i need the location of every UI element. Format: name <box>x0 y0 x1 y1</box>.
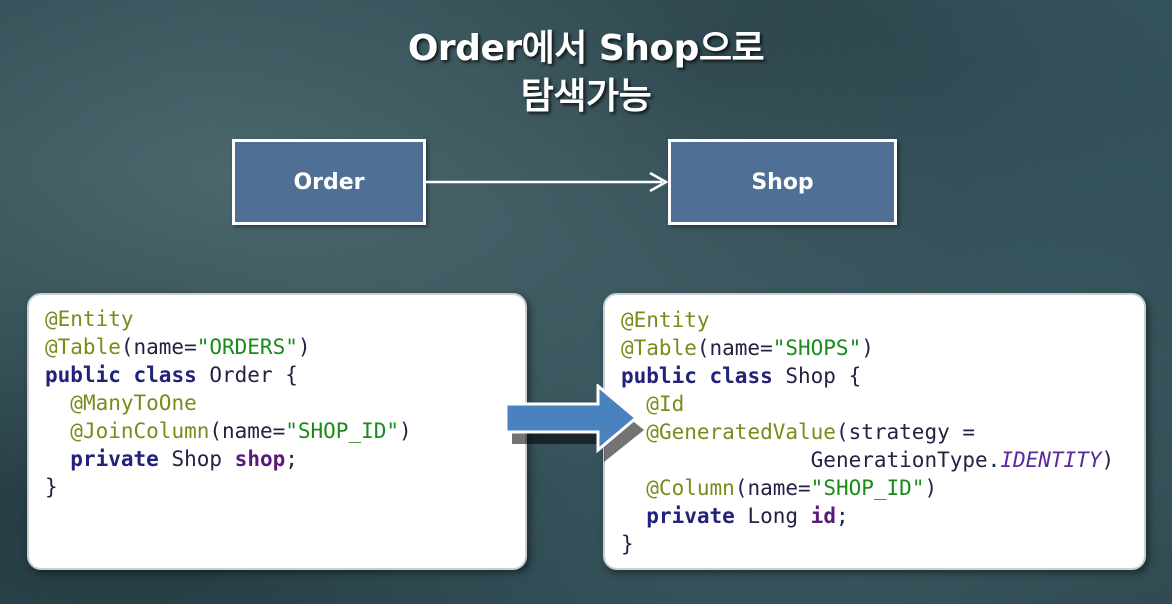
slide-title-line2: 탐색가능 <box>520 76 652 117</box>
code-token: Order { <box>196 363 298 387</box>
string-token: "SHOPS" <box>772 336 862 360</box>
keyword-token: public <box>45 363 121 387</box>
order-entity-box: Order <box>232 139 426 225</box>
order-code-panel: @Entity@Table(name="ORDERS")public class… <box>27 293 527 570</box>
code-line: @Column(name="SHOP_ID") <box>621 474 1130 502</box>
reference-arrow-icon <box>504 384 644 462</box>
shop-entity-box: Shop <box>668 139 897 225</box>
code-token: } <box>621 532 634 556</box>
slide-title-line1: Order에서 Shop으로 <box>407 28 765 69</box>
code-token: ) <box>924 476 938 500</box>
code-line: @Table(name="ORDERS") <box>45 333 511 361</box>
code-token: ) <box>399 419 412 443</box>
keyword-token: private <box>70 447 159 471</box>
code-token: ; <box>285 447 298 471</box>
code-line: @Id <box>621 390 1130 418</box>
code-line: @ManyToOne <box>45 389 511 417</box>
annotation-token: @GeneratedValue <box>646 420 836 444</box>
field-token: shop <box>234 447 286 471</box>
string-token: "SHOP_ID" <box>285 419 400 443</box>
code-token: ) <box>297 335 311 359</box>
constant-token: IDENTITY <box>1000 448 1102 472</box>
code-line: } <box>621 530 1130 558</box>
annotation-token: @JoinColumn <box>70 419 210 443</box>
annotation-token: @Id <box>646 392 685 416</box>
annotation-token: @Table <box>45 335 121 359</box>
code-token: GenerationType. <box>810 448 1001 472</box>
annotation-token: @Entity <box>621 308 710 332</box>
code-token: (name= <box>696 336 773 360</box>
code-token: (name= <box>120 335 197 359</box>
code-token: (name= <box>209 419 286 443</box>
annotation-token: @Table <box>621 336 697 360</box>
shop-code-panel: @Entity@Table(name="SHOPS")public class … <box>603 293 1146 570</box>
code-token: ) <box>1101 448 1115 472</box>
annotation-token: @Entity <box>45 307 134 331</box>
association-arrow <box>426 171 669 193</box>
field-token: id <box>810 504 836 528</box>
code-line: @GeneratedValue(strategy = <box>621 418 1130 446</box>
annotation-token: @Column <box>646 476 735 500</box>
code-token: Shop { <box>772 364 862 388</box>
code-token: ; <box>835 504 849 528</box>
code-token: Shop <box>158 447 235 471</box>
code-line: public class Shop { <box>621 362 1130 390</box>
string-token: "ORDERS" <box>196 335 298 359</box>
code-token: (strategy = <box>835 420 976 444</box>
shop-entity-label: Shop <box>751 169 814 195</box>
annotation-token: @ManyToOne <box>70 391 197 415</box>
code-line: private Shop shop; <box>45 445 511 473</box>
keyword-token: public <box>621 364 697 388</box>
keyword-token: class <box>709 364 773 388</box>
code-line: @Entity <box>45 305 511 333</box>
code-line: GenerationType.IDENTITY) <box>621 446 1130 474</box>
code-token: (name= <box>734 476 811 500</box>
code-line: } <box>45 473 511 501</box>
code-line: public class Order { <box>45 361 511 389</box>
keyword-token: class <box>133 363 197 387</box>
code-line: @Entity <box>621 306 1130 334</box>
code-token: } <box>45 475 58 499</box>
code-line: private Long id; <box>621 502 1130 530</box>
keyword-token: private <box>646 504 735 528</box>
code-line: @Table(name="SHOPS") <box>621 334 1130 362</box>
code-token: Long <box>734 504 811 528</box>
code-token: ) <box>861 336 874 360</box>
order-entity-label: Order <box>293 169 365 195</box>
string-token: "SHOP_ID" <box>810 476 925 500</box>
code-line: @JoinColumn(name="SHOP_ID") <box>45 417 511 445</box>
